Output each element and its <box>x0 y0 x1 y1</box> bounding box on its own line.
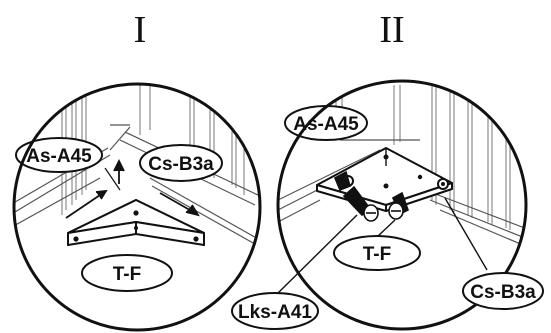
svg-text:T-F: T-F <box>363 244 392 265</box>
panel-1-label-as-a45: As-A45 <box>15 137 103 173</box>
panel-1-assembly-arrows <box>65 158 200 219</box>
panel-2-label-cs-b3a: Cs-B3a <box>462 272 544 310</box>
panel-2-label-lks-a41: Lks-A41 <box>231 292 319 330</box>
panel-1-circle-frame <box>12 82 262 332</box>
panel-2-numeral: II <box>379 9 404 51</box>
panel-2-callout-lines <box>275 197 488 296</box>
screw-icon <box>342 185 379 222</box>
panel-2-circle-frame <box>276 79 528 331</box>
panel-2-screws <box>333 170 409 222</box>
panel-2-label-as-a45: As-A45 <box>284 105 368 141</box>
panel-2-label-t-f: T-F <box>333 235 421 271</box>
svg-text:T-F: T-F <box>113 264 142 285</box>
panel-1: I <box>12 9 262 332</box>
screw-icon <box>333 170 351 192</box>
panel-1-corner-bracket <box>67 199 205 246</box>
panel-1-label-cs-b3a: Cs-B3a <box>139 144 223 182</box>
panel-1-numeral: I <box>134 9 147 51</box>
panel-1-label-t-f: T-F <box>81 254 173 292</box>
svg-text:Cs-B3a: Cs-B3a <box>470 282 536 303</box>
svg-text:Cs-B3a: Cs-B3a <box>148 154 214 175</box>
screw-icon <box>388 191 409 220</box>
svg-text:Lks-A41: Lks-A41 <box>238 302 312 323</box>
panel-2: II <box>231 9 544 331</box>
svg-text:As-A45: As-A45 <box>26 146 92 167</box>
svg-text:As-A45: As-A45 <box>293 114 359 135</box>
